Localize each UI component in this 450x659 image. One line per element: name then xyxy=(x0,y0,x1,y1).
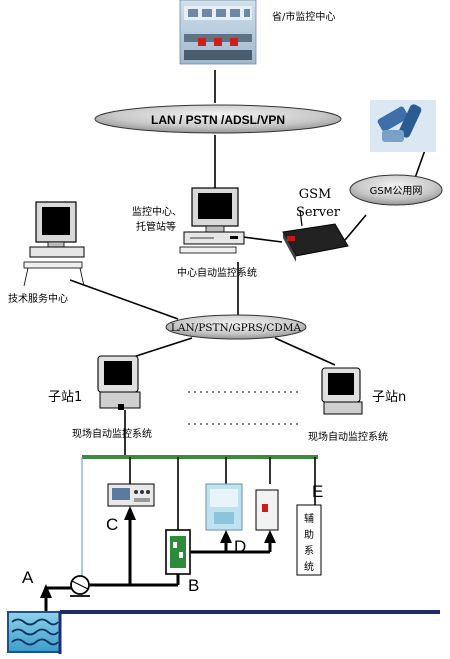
water-tank xyxy=(7,611,61,653)
network-ellipse-top: LAN / PSTN /ADSL/VPN xyxy=(94,104,342,134)
network-top-label: LAN / PSTN /ADSL/VPN xyxy=(151,113,285,127)
marker-c: C xyxy=(106,515,118,534)
central-side-label-2: 托管站等 xyxy=(136,220,176,233)
bus-drops xyxy=(129,457,316,530)
pump xyxy=(70,575,90,597)
central-system-caption: 中心自动监控系统 xyxy=(177,266,257,279)
provincial-center-photo xyxy=(179,0,257,65)
substation-1-label: 子站1 xyxy=(48,390,82,405)
aux-char-1: 辅 xyxy=(304,512,314,525)
arrow-heads xyxy=(124,506,276,543)
gsm-network-ellipse: GSM公用网 xyxy=(349,174,443,206)
marker-a: A xyxy=(22,568,34,587)
gsm-server-label-2: Server xyxy=(296,205,341,220)
provincial-center-label: 省/市监控中心 xyxy=(272,10,335,23)
intake-arrow xyxy=(40,584,52,598)
mobile-phones-photo xyxy=(370,100,436,152)
substation-n-label: 子站n xyxy=(372,390,406,405)
gsm-modem-device xyxy=(282,209,349,262)
controller-b xyxy=(165,529,191,575)
substation-1-computer xyxy=(97,355,141,410)
substation-n-system: 现场自动监控系统 xyxy=(308,430,388,443)
network-mid-label: LAN/PSTN/GPRS/CDMA xyxy=(171,322,302,334)
aux-char-3: 系 xyxy=(304,545,314,557)
cabinet-device xyxy=(205,483,243,531)
aux-char-2: 助 xyxy=(304,528,314,541)
aux-system-box: 辅 助 系 统 xyxy=(296,504,322,576)
tech-center-computer xyxy=(23,201,85,287)
marker-d: D xyxy=(234,537,246,556)
substation-n-computer xyxy=(321,367,363,415)
gsm-server-label-1: GSM xyxy=(299,187,332,202)
tech-center-label: 技术服务中心 xyxy=(8,292,68,305)
marker-b: B xyxy=(188,576,199,595)
gsm-network-label: GSM公用网 xyxy=(370,185,423,197)
analyzer-device-c xyxy=(107,483,155,507)
connection-lines xyxy=(69,70,426,455)
substation-1-system: 现场自动监控系统 xyxy=(72,427,152,440)
small-device xyxy=(255,489,279,531)
marker-e: E xyxy=(312,482,323,501)
aux-char-4: 统 xyxy=(304,560,314,573)
network-ellipse-mid: LAN/PSTN/GPRS/CDMA xyxy=(165,314,307,340)
intake-pipe xyxy=(44,586,71,612)
central-side-label-1: 监控中心、 xyxy=(132,205,182,218)
central-computer xyxy=(179,187,245,254)
